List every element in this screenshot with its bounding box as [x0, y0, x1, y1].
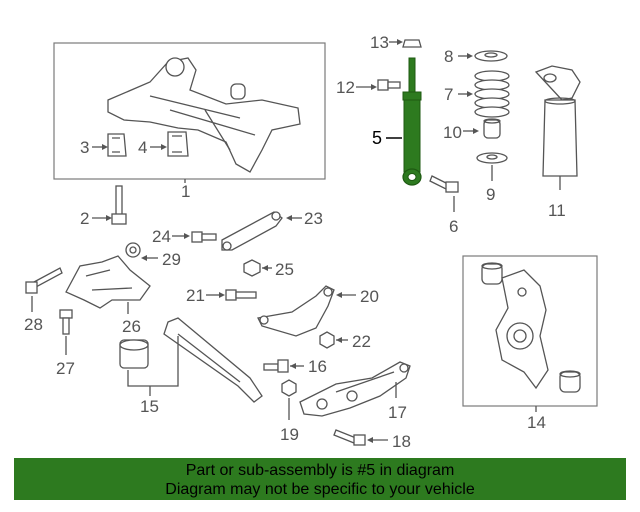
- callout-3: 3: [80, 138, 89, 157]
- arm-17-group: 17: [299, 361, 411, 422]
- callout-6: 6: [449, 217, 458, 236]
- callout-11: 11: [548, 201, 566, 220]
- nut-19[interactable]: [281, 379, 297, 397]
- bolt-21-group: 21: [186, 286, 257, 305]
- bolt-28-group: 28: [24, 267, 63, 334]
- callout-5: 5: [372, 128, 382, 148]
- bolt-2[interactable]: [115, 185, 123, 217]
- spring-seat-group: 8: [444, 47, 508, 66]
- bracket-26-group: 26: [65, 255, 151, 336]
- arm-15-group: 15: [119, 317, 263, 416]
- nut-13[interactable]: [402, 39, 422, 48]
- callout-25: 25: [275, 260, 294, 279]
- knuckle-box: [462, 255, 598, 407]
- lower-arm-20[interactable]: [257, 285, 335, 337]
- coil-spring-group: 7: [444, 70, 510, 118]
- callout-14: 14: [527, 413, 546, 432]
- washer-29[interactable]: [125, 242, 141, 258]
- nut-25[interactable]: [243, 259, 261, 277]
- bolt-16[interactable]: [263, 363, 279, 371]
- callout-28: 28: [24, 315, 43, 334]
- insulator-9[interactable]: [476, 152, 508, 164]
- subframe-box: [53, 42, 326, 180]
- callout-18: 18: [392, 432, 411, 451]
- upper-mount: [534, 65, 581, 101]
- callout-4: 4: [138, 138, 147, 157]
- bolt-2-group: 2: [80, 185, 127, 228]
- callout-21: 21: [186, 286, 205, 305]
- shock-absorber-5[interactable]: [403, 99, 421, 173]
- bolt-28[interactable]: [33, 267, 63, 288]
- knuckle-group: 14: [462, 255, 598, 432]
- dust-boot-11[interactable]: [542, 99, 578, 177]
- bolt-24[interactable]: [191, 231, 203, 243]
- subframe-part[interactable]: [107, 57, 301, 173]
- nut-13-group: 13: [370, 33, 422, 52]
- bolt-6-group: 6: [429, 175, 459, 236]
- callout-13: 13: [370, 33, 389, 52]
- insulator-group: 9: [476, 152, 508, 204]
- bolt-27-group: 27: [56, 309, 75, 378]
- bolt-6[interactable]: [429, 175, 449, 190]
- subframe-bushing-right: [230, 83, 246, 100]
- callout-23: 23: [304, 209, 323, 228]
- trailing-arm-15[interactable]: [163, 317, 263, 403]
- spring-seat-8[interactable]: [474, 50, 508, 62]
- arm-20-group: 20: [257, 285, 379, 337]
- callout-22: 22: [352, 332, 371, 351]
- callout-19: 19: [280, 425, 299, 444]
- banner-line-2: Diagram may not be specific to your vehi…: [165, 481, 475, 498]
- callout-16: 16: [308, 357, 327, 376]
- nut-22-group: 22: [319, 331, 371, 351]
- subframe-mount-left: [165, 57, 185, 77]
- shock-rod: [408, 57, 416, 97]
- bolt-18[interactable]: [333, 429, 357, 444]
- info-banner: Part or sub-assembly is #5 in diagram Di…: [14, 458, 626, 500]
- knuckle-bushing-upper: [481, 263, 503, 285]
- callout-8: 8: [444, 47, 453, 66]
- callout-12: 12: [336, 78, 355, 97]
- bump-stop-10[interactable]: [483, 119, 501, 139]
- bolt-27[interactable]: [62, 317, 70, 335]
- nut-19-group: 19: [280, 379, 299, 444]
- bolt-12-group: 12: [336, 78, 401, 97]
- shock-absorber-group: 5: [372, 57, 422, 186]
- bolt-16-group: 16: [263, 357, 327, 376]
- bolt-18-group: 18: [333, 429, 411, 451]
- bolt-21[interactable]: [225, 289, 237, 301]
- banner-line-1: Part or sub-assembly is #5 in diagram: [185, 462, 455, 479]
- nut-22[interactable]: [319, 331, 335, 349]
- nut-25-group: 25: [243, 259, 294, 279]
- bolt-12[interactable]: [377, 79, 389, 91]
- callout-20: 20: [360, 287, 379, 306]
- bolt-24-group: 24: [152, 227, 217, 246]
- callout-1: 1: [181, 182, 190, 201]
- dust-boot-group: 11: [534, 65, 581, 220]
- link-23-group: 23: [221, 209, 323, 251]
- washer-29-group: 29: [125, 242, 181, 269]
- callout-29: 29: [162, 250, 181, 269]
- exploded-parts-diagram: 3 4 1 2 5 13 12: [24, 33, 598, 451]
- callout-2: 2: [80, 209, 89, 228]
- callout-27: 27: [56, 359, 75, 378]
- callout-26: 26: [122, 317, 141, 336]
- bump-stop-group: 10: [443, 118, 501, 142]
- callout-15: 15: [140, 397, 159, 416]
- callout-17: 17: [388, 403, 407, 422]
- coil-spring-7[interactable]: [474, 70, 510, 118]
- callout-10: 10: [443, 123, 462, 142]
- callout-24: 24: [152, 227, 171, 246]
- bushing-3[interactable]: [107, 133, 127, 157]
- callout-7: 7: [444, 85, 453, 104]
- bushing-4[interactable]: [167, 131, 189, 157]
- knuckle-bushing-lower: [559, 371, 581, 393]
- bracket-26[interactable]: [65, 255, 151, 309]
- callout-9: 9: [486, 185, 495, 204]
- subframe-group: 3 4 1: [53, 42, 326, 201]
